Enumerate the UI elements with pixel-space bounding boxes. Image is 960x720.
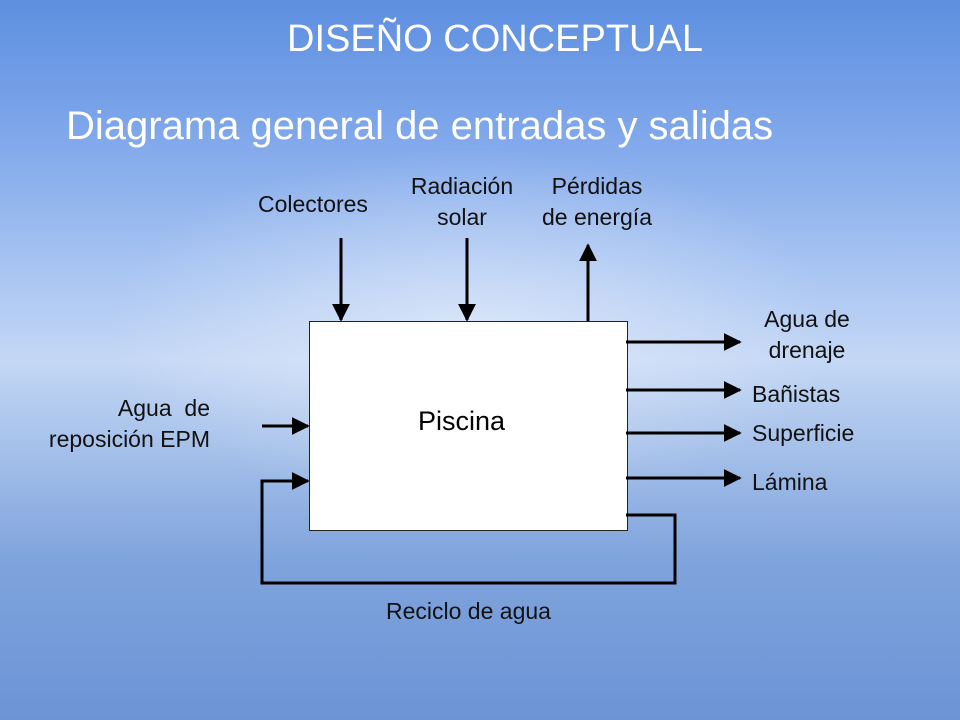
- label-banistas: Bañistas: [752, 381, 841, 407]
- label-reposicion-line1: Agua de: [117, 395, 210, 421]
- slide-title: DISEÑO CONCEPTUAL: [287, 18, 703, 60]
- label-lamina: Lámina: [752, 469, 828, 495]
- arrow-reciclo-loop: [260, 472, 677, 585]
- label-perdidas-energia: Pérdidas de energía: [531, 171, 663, 233]
- label-agua-drenaje: Agua de drenaje: [755, 304, 859, 366]
- label-radiacion-solar: Radiación solar: [401, 171, 523, 233]
- label-drenaje-line2: drenaje: [768, 337, 846, 363]
- slide-subtitle: Diagrama general de entradas y salidas: [66, 104, 774, 148]
- label-agua-reposicion: Agua de reposición EPM: [14, 393, 210, 455]
- label-perdidas-line1: Pérdidas: [551, 173, 643, 199]
- label-superficie: Superficie: [752, 420, 855, 446]
- label-reposicion-line2: reposición EPM: [48, 426, 210, 452]
- label-reciclo: Reciclo de agua: [386, 598, 551, 624]
- label-perdidas-line2: de energía: [542, 204, 652, 230]
- label-radiacion-line2: solar: [437, 204, 487, 230]
- label-radiacion-line1: Radiación: [410, 173, 514, 199]
- label-colectores-text: Colectores: [258, 191, 368, 217]
- label-colectores: Colectores: [258, 189, 368, 220]
- label-drenaje-line1: Agua de: [764, 306, 850, 332]
- process-label: Piscina: [418, 406, 506, 436]
- process-box-piscina: Piscina: [309, 321, 628, 531]
